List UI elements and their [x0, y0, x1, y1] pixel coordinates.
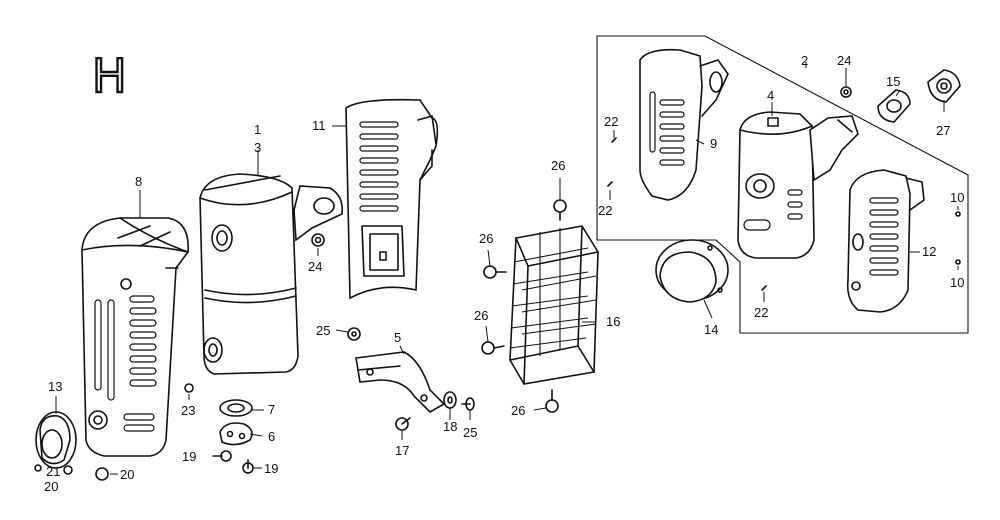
- callout-25: 25: [463, 425, 477, 440]
- section-letter: H: [92, 49, 127, 103]
- callout-17: 17: [395, 443, 409, 458]
- leader-lines: [55, 62, 959, 475]
- callout-8: 8: [135, 174, 142, 189]
- part-11-slots: [359, 121, 399, 212]
- callout-22: 22: [754, 305, 768, 320]
- part-27-flange: [927, 69, 961, 103]
- callout-22: 22: [598, 203, 612, 218]
- part-16-screen: [509, 225, 599, 385]
- part-8-vent-slots: [94, 295, 157, 432]
- callout-1: 1: [254, 122, 261, 137]
- assembly-frame: [596, 35, 969, 334]
- part-10-screw-a: [955, 211, 961, 217]
- callout-7: 7: [268, 402, 275, 417]
- callout-12: 12: [922, 244, 936, 259]
- part-26-bolt-c: [481, 341, 505, 355]
- part-9-protector: [639, 48, 729, 201]
- part-5-bracket: [355, 351, 446, 413]
- part-10-screw-b: [955, 259, 961, 265]
- callout-2: 2: [801, 53, 808, 68]
- callout-26: 26: [474, 308, 488, 323]
- callout-26: 26: [511, 403, 525, 418]
- part-3-muffler-body: [199, 173, 344, 375]
- part-18-washer: [443, 391, 457, 409]
- callout-labels: 1 3 8 11 24 25 5 23 7 6 19 19 13 21 20 2…: [44, 53, 964, 494]
- callout-27: 27: [936, 123, 950, 138]
- part-24-nut-b: [840, 86, 852, 98]
- part-19-bolt-b: [242, 459, 254, 474]
- part-26-bolt-d: [545, 389, 559, 413]
- callout-3: 3: [254, 140, 261, 155]
- part-22-screw-c: [761, 285, 767, 291]
- callout-10: 10: [950, 275, 964, 290]
- callout-5: 5: [394, 330, 401, 345]
- callout-25: 25: [316, 323, 330, 338]
- callout-24: 24: [837, 53, 851, 68]
- part-6-plate: [219, 422, 253, 446]
- part-21-screw: [34, 464, 42, 472]
- callout-26: 26: [551, 158, 565, 173]
- callout-21: 21: [46, 464, 60, 479]
- callout-16: 16: [606, 314, 620, 329]
- callout-15: 15: [886, 74, 900, 89]
- callout-14: 14: [704, 322, 718, 337]
- part-26-bolt-a: [553, 199, 567, 221]
- part-8-outer-cover: [81, 217, 189, 457]
- part-25-bolt-a: [347, 327, 361, 341]
- callout-23: 23: [181, 403, 195, 418]
- callout-9: 9: [710, 136, 717, 151]
- part-11-heat-shield: [345, 98, 439, 300]
- part-12-slots: [869, 197, 899, 276]
- part-22-screw-a: [611, 137, 617, 143]
- part-9-slots: [649, 91, 685, 166]
- callout-13: 13: [48, 379, 62, 394]
- callout-4: 4: [767, 88, 774, 103]
- callout-6: 6: [268, 429, 275, 444]
- part-12-side-protector: [846, 169, 925, 313]
- part-14-deflector: [655, 239, 729, 303]
- part-13-end-cap: [35, 411, 77, 469]
- part-20-screw-a: [63, 465, 73, 475]
- callout-11: 11: [312, 118, 326, 133]
- callout-26: 26: [479, 231, 493, 246]
- callout-19: 19: [264, 461, 278, 476]
- part-24-nut: [311, 233, 325, 247]
- part-4-muffler: [737, 111, 859, 259]
- part-22-screw-b: [607, 181, 613, 187]
- part-17-bolt: [395, 417, 411, 431]
- callout-18: 18: [443, 419, 457, 434]
- part-20-screw-b: [95, 467, 109, 481]
- callout-10: 10: [950, 190, 964, 205]
- callout-19: 19: [182, 449, 196, 464]
- callout-24: 24: [308, 259, 322, 274]
- callout-22: 22: [604, 114, 618, 129]
- part-23-bolt: [184, 383, 194, 393]
- part-25-bolt-b: [461, 397, 475, 411]
- callout-20: 20: [44, 479, 58, 494]
- callout-20: 20: [120, 467, 134, 482]
- part-7-gasket: [219, 399, 253, 417]
- part-15-gasket: [877, 89, 911, 123]
- part-26-bolt-b: [483, 265, 507, 279]
